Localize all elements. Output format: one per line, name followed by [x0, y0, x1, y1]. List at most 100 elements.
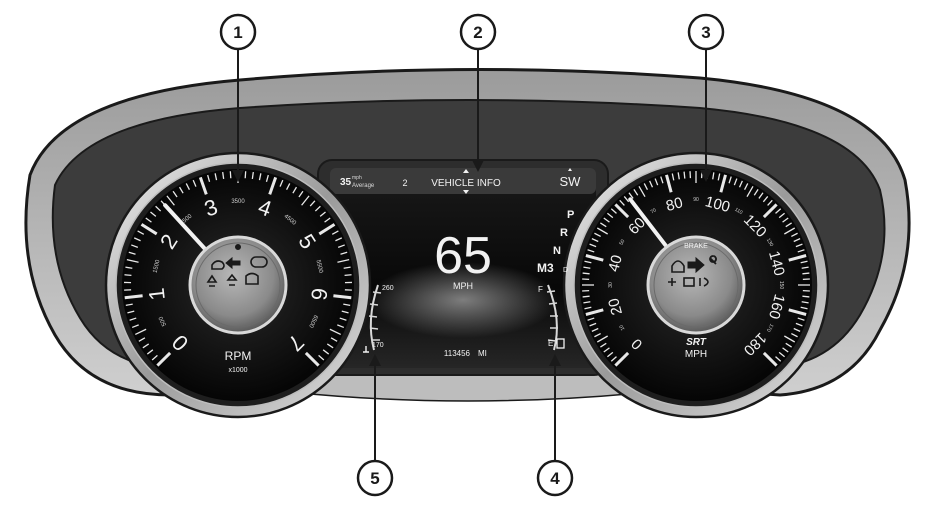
- tach-tick: [309, 200, 316, 207]
- tach-tick: [341, 310, 349, 314]
- tach-tick: [222, 171, 225, 180]
- tach-tick: [301, 195, 310, 206]
- tach-tick: [340, 251, 348, 255]
- speedo-tick: [795, 322, 803, 327]
- speedo-tick: [591, 238, 599, 243]
- gear-d: D: [563, 267, 568, 274]
- tach-tick: [128, 251, 136, 255]
- speedo-warning-icons: [668, 255, 717, 287]
- speedo-minor-label: 50: [618, 238, 626, 246]
- speedo-tick: [643, 183, 649, 190]
- tach-tick: [135, 328, 147, 336]
- tachometer-needle: [163, 203, 207, 251]
- tach-tick: [343, 303, 351, 306]
- tach-tick: [137, 230, 145, 235]
- tach-tick: [331, 230, 339, 235]
- callout-4: 4: [536, 354, 574, 497]
- tach-tick: [322, 349, 330, 355]
- tach-tick: [314, 205, 321, 212]
- tach-tick: [124, 274, 132, 277]
- speedo-tick: [717, 173, 721, 181]
- temp-high-label: 260: [382, 285, 394, 292]
- speedo-tick: [801, 301, 809, 304]
- tach-tick: [344, 274, 352, 277]
- tach-tick: [124, 294, 143, 300]
- speedo-tick: [587, 249, 595, 253]
- temperature-gauge: 260 170: [363, 284, 394, 353]
- brake-warning-label: BRAKE: [684, 243, 708, 250]
- speedo-tick: [778, 212, 786, 219]
- gear-p: P: [567, 209, 574, 221]
- tach-tick: [279, 179, 284, 187]
- speed-limit-value: 35: [340, 177, 352, 188]
- tach-tick: [318, 354, 325, 361]
- speedo-tick: [738, 180, 743, 188]
- callout-2-number: 2: [473, 23, 482, 42]
- airbag-icon: [671, 260, 685, 273]
- tach-tick: [151, 354, 158, 361]
- speedo-tick: [788, 254, 807, 262]
- high-beam-icon: [668, 278, 676, 286]
- tire-pressure-icon: [245, 272, 259, 285]
- speedo-tick: [719, 174, 727, 193]
- speedo-tick: [603, 347, 610, 353]
- speedo-tick: [589, 322, 597, 327]
- tach-minor-label: 6500: [307, 314, 318, 329]
- brake-system-icon: [250, 256, 268, 268]
- tach-tick: [127, 310, 135, 314]
- speedo-tick: [797, 317, 805, 321]
- speedo-major-label: 80: [664, 194, 685, 215]
- speed-limit-unit: mph: [352, 175, 362, 181]
- speedo-tick: [775, 208, 782, 214]
- speedo-tick: [660, 176, 664, 184]
- odometer-unit: MI: [478, 349, 487, 358]
- gear-indicator: P R N M3 D: [537, 209, 574, 275]
- speedo-tick: [591, 327, 599, 332]
- speedo-tick: [762, 351, 778, 367]
- speedo-tick: [596, 335, 608, 343]
- check-engine-icon: [211, 260, 225, 270]
- speedo-tick: [633, 189, 639, 196]
- compass-north-icon: [568, 168, 572, 171]
- tach-tick: [131, 244, 139, 249]
- speed-limit-caption: Average: [352, 183, 375, 189]
- tach-minor-label: 3500: [231, 199, 245, 205]
- speedo-tick: [758, 192, 764, 199]
- rpm-label: RPM: [225, 349, 252, 363]
- tach-tick: [142, 343, 150, 349]
- fuel-gauge: F E: [538, 284, 565, 351]
- tach-tick: [326, 343, 334, 349]
- odometer-value: 113456: [444, 349, 471, 358]
- speedo-tick: [793, 327, 801, 332]
- speedo-minor-label: 90: [693, 197, 699, 203]
- tach-tick: [198, 176, 208, 195]
- tach-tick: [131, 324, 139, 329]
- tach-tick: [258, 173, 262, 181]
- speedometer-scale: [582, 171, 810, 367]
- tach-tick: [150, 211, 157, 217]
- callout-5-number: 5: [370, 469, 379, 488]
- speedo-tick: [782, 217, 789, 223]
- speedo-tick: [791, 332, 798, 338]
- compass-heading: SW: [560, 174, 582, 189]
- speedo-tick: [610, 208, 617, 214]
- speedo-major-label: 40: [605, 253, 626, 274]
- callout-5: 5: [356, 354, 394, 497]
- tach-tick: [304, 351, 320, 367]
- speedo-tick: [603, 217, 610, 223]
- callout-2: 2: [459, 13, 497, 172]
- tach-tick: [155, 205, 162, 212]
- speedo-tick: [583, 301, 591, 304]
- tach-tick: [335, 237, 343, 242]
- tach-tick: [292, 186, 298, 194]
- gear-m3: M3: [537, 261, 554, 275]
- speedo-tick: [733, 178, 738, 186]
- speedo-tick: [677, 172, 680, 180]
- speedo-tick: [795, 243, 803, 248]
- tach-tick: [138, 337, 146, 342]
- speedo-tick: [802, 295, 810, 298]
- speedo-tick: [610, 356, 617, 362]
- tach-major-label: 6: [306, 287, 332, 302]
